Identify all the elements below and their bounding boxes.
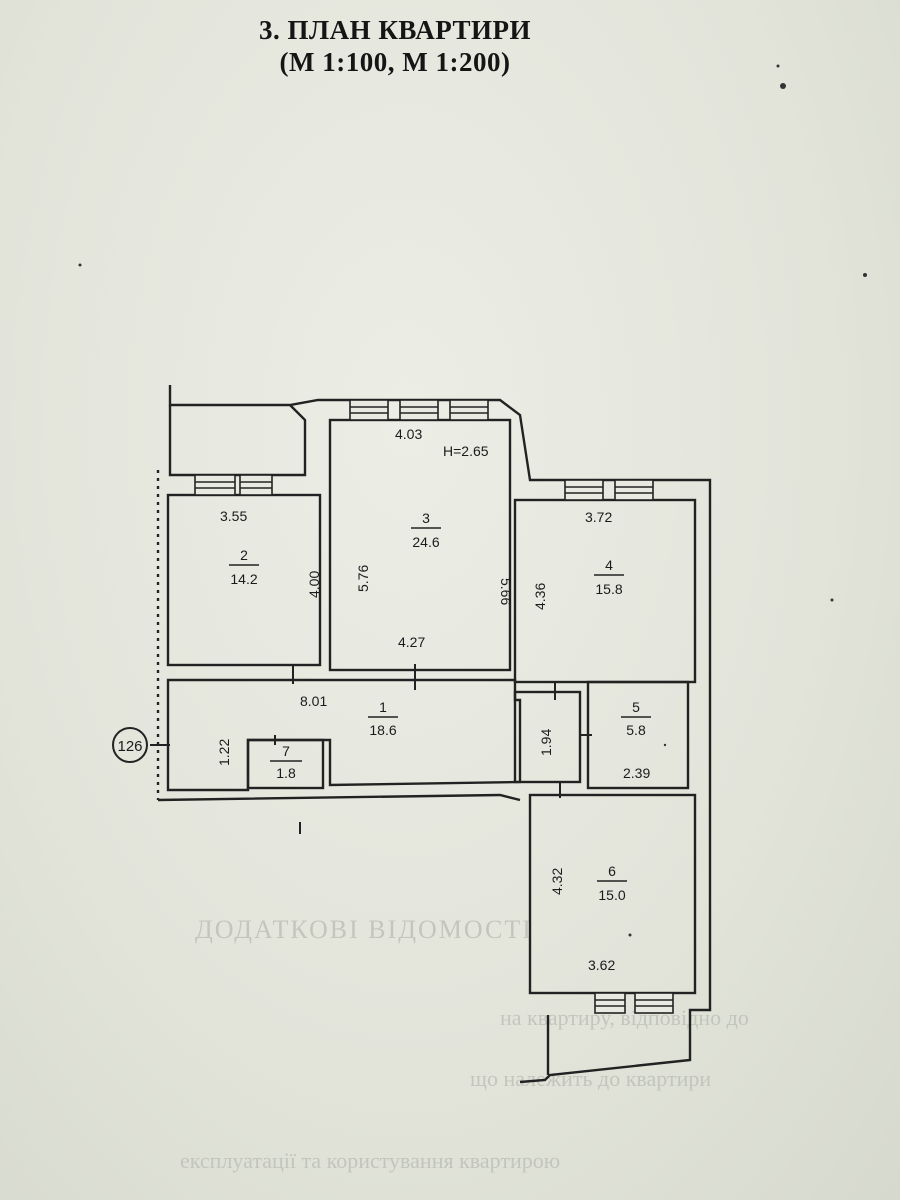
window-room-6 bbox=[594, 992, 674, 1014]
window-room-4 bbox=[564, 479, 654, 501]
window-room-2 bbox=[194, 474, 273, 496]
room-area: 18.6 bbox=[369, 722, 396, 738]
dim-room4-width: 3.72 bbox=[585, 509, 612, 525]
paper-specks bbox=[78, 64, 867, 937]
dim-room2-width: 3.55 bbox=[220, 508, 247, 524]
room-area: 24.6 bbox=[412, 534, 439, 550]
room-labels: 1 18.6 2 14.2 3 24.6 4 15.8 5 5.8 6 15.0 bbox=[229, 510, 651, 903]
windows bbox=[194, 399, 674, 1014]
room-7-outline bbox=[246, 738, 325, 790]
dimension-labels: 4.03 4.27 5.76 5.66 3.55 4.00 3.72 4.36 … bbox=[216, 426, 650, 973]
title-line-1: 3. ПЛАН КВАРТИРИ bbox=[258, 15, 532, 45]
dim-hall-length: 8.01 bbox=[300, 693, 327, 709]
room-label-7: 7 1.8 bbox=[270, 743, 302, 781]
entrance-marker-label: 126 bbox=[117, 738, 142, 755]
door-marks bbox=[150, 590, 592, 834]
dim-room3-width-bottom: 4.27 bbox=[398, 634, 425, 650]
room-label-5: 5 5.8 bbox=[621, 699, 651, 738]
room-number: 4 bbox=[605, 557, 613, 573]
room-number: 5 bbox=[632, 699, 640, 715]
dim-room3-width-top: 4.03 bbox=[395, 426, 422, 442]
dim-room6-width: 3.62 bbox=[588, 957, 615, 973]
dim-hall-depth: 1.22 bbox=[216, 739, 232, 766]
room-label-2: 2 14.2 bbox=[229, 547, 259, 587]
lower-outer-wall bbox=[157, 793, 521, 802]
room-number: 7 bbox=[282, 743, 290, 759]
bleed-through-heading: ДОДАТКОВІ ВІДОМОСТІ bbox=[195, 915, 533, 944]
room-label-4: 4 15.8 bbox=[594, 557, 624, 597]
window-room-3 bbox=[349, 399, 489, 421]
dim-room2-height: 4.00 bbox=[306, 571, 322, 598]
balcony-left-outline bbox=[168, 404, 307, 477]
room-area: 1.8 bbox=[276, 765, 296, 781]
dim-corridor-width: 1.94 bbox=[538, 729, 554, 756]
room-1-outline bbox=[166, 678, 522, 792]
room-label-3: 3 24.6 bbox=[411, 510, 441, 550]
room-label-6: 6 15.0 bbox=[597, 863, 627, 903]
room-label-1: 1 18.6 bbox=[368, 699, 398, 738]
dim-room6-height: 4.32 bbox=[549, 868, 565, 895]
room-area: 15.8 bbox=[595, 581, 622, 597]
dim-room5-width: 2.39 bbox=[623, 765, 650, 781]
room-number: 2 bbox=[240, 547, 248, 563]
room-area: 14.2 bbox=[230, 571, 257, 587]
dim-room3-height-right: 5.66 bbox=[498, 578, 514, 605]
corridor-outline bbox=[513, 690, 582, 784]
room-number: 6 bbox=[608, 863, 616, 879]
dim-room4-height: 4.36 bbox=[532, 583, 548, 610]
room-number: 3 bbox=[422, 510, 430, 526]
title-line-2: (М 1:100, М 1:200) bbox=[279, 47, 511, 77]
room-number: 1 bbox=[379, 699, 387, 715]
document-title: 3. ПЛАН КВАРТИРИ (М 1:100, М 1:200) bbox=[0, 14, 790, 78]
entrance-marker-circle bbox=[112, 727, 148, 763]
room-area: 15.0 bbox=[598, 887, 625, 903]
bleed-through-line-3: експлуатації та користування квартирою bbox=[180, 1148, 561, 1173]
room-area: 5.8 bbox=[626, 722, 646, 738]
dim-room3-height-left: 5.76 bbox=[355, 565, 371, 592]
ceiling-height-label: Н=2.65 bbox=[443, 443, 489, 459]
